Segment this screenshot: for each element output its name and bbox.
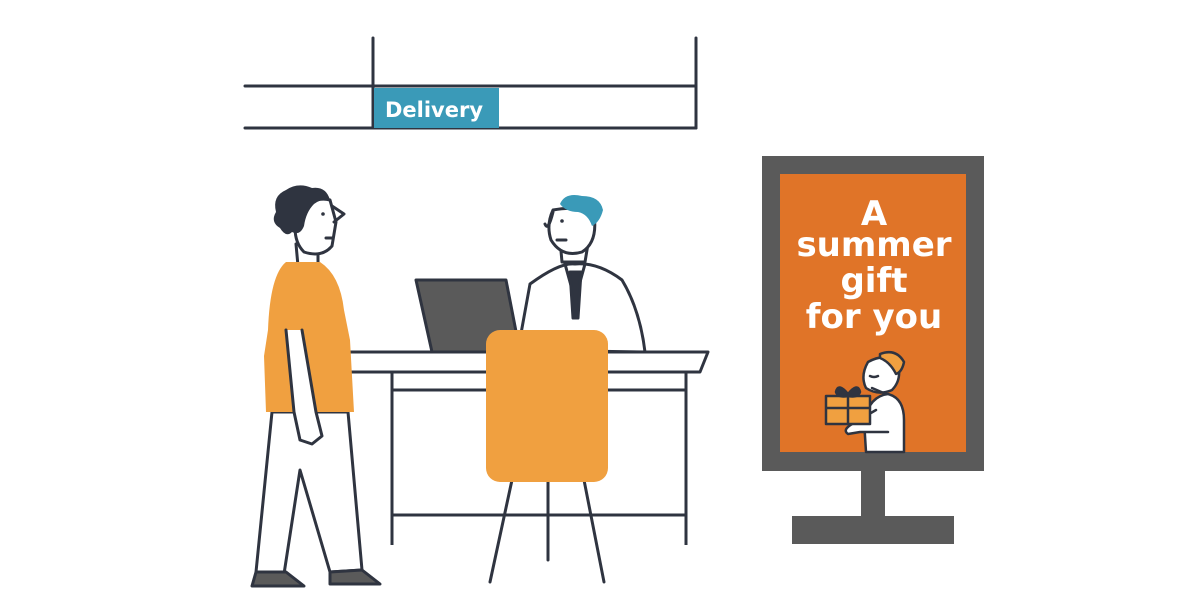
chair <box>488 478 606 584</box>
customer-person <box>250 197 382 588</box>
poster-line-3: gift <box>840 261 907 301</box>
chair-leg-left <box>488 478 514 584</box>
customer-hair <box>273 185 330 235</box>
staff-nose <box>543 210 555 228</box>
customer-forearm <box>284 328 324 446</box>
staff-torso <box>516 262 647 354</box>
poster-person <box>844 351 906 454</box>
gift-bow <box>834 386 862 398</box>
chair-back <box>486 330 608 482</box>
poster-line-2: summer <box>796 225 951 265</box>
poster-line-1: A <box>861 194 888 234</box>
staff-hair <box>560 195 603 226</box>
poster-stand <box>762 156 984 544</box>
staff-person <box>516 206 647 354</box>
delivery-sign <box>374 88 499 128</box>
customer-shirt <box>264 262 354 412</box>
poster-person-hair <box>878 351 906 376</box>
poster-base <box>792 516 954 544</box>
customer-nose <box>330 204 346 224</box>
staff-eye <box>560 219 564 223</box>
customer-arm <box>284 328 324 446</box>
poster-line-4: for you <box>806 297 942 337</box>
poster-post <box>861 470 885 518</box>
chair-leg-right <box>582 478 606 584</box>
poster-person-eye <box>868 374 880 379</box>
customer-eye <box>321 212 325 216</box>
customer-shoe-right <box>328 568 382 586</box>
poster-person-neck <box>870 386 888 396</box>
staff-tie <box>568 270 583 320</box>
gift-box-icon <box>824 386 872 426</box>
delivery-sign-label: Delivery <box>385 98 483 122</box>
customer-shoe-left <box>250 570 306 588</box>
